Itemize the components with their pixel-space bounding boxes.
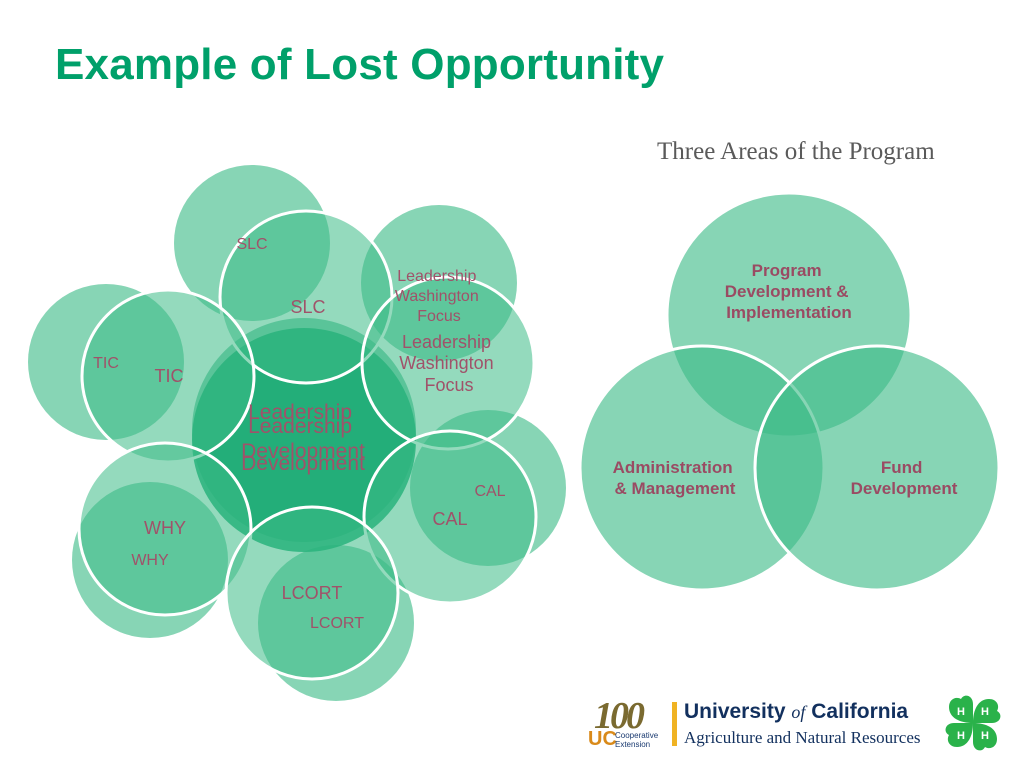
centennial-number: 100 <box>594 695 645 737</box>
label-center: Leadership Development <box>241 415 365 475</box>
clover-leaf-icon <box>949 695 973 723</box>
label-tic: TIC <box>155 366 184 386</box>
division-name: Agriculture and Natural Resources <box>684 728 921 747</box>
cluster-front-circles <box>77 209 538 681</box>
venn-subtitle: Three Areas of the Program <box>657 138 935 165</box>
label-cal-back: CAL <box>474 483 505 500</box>
clover-leaf-icon <box>973 723 997 751</box>
clover-leaf-icon <box>945 723 973 747</box>
university-name: University of California <box>684 700 909 723</box>
clover-letter: H <box>981 706 989 718</box>
clover-letter: H <box>957 730 965 742</box>
label-lcort: LCORT <box>282 583 343 603</box>
label-why: WHY <box>144 518 186 538</box>
label-cal: CAL <box>432 509 467 529</box>
venn-label-top: Program Development & Implementation <box>725 261 853 322</box>
label-lcort-back: LCORT <box>310 615 364 632</box>
logo-divider <box>672 702 677 746</box>
venn-label-right: Fund Development <box>851 458 958 498</box>
venn-circle-right <box>753 344 1001 592</box>
label-slc-back: SLC <box>236 236 267 253</box>
uc-abbrev: UC <box>588 728 617 750</box>
clover-leaf-icon <box>973 699 1001 723</box>
label-lwf-back: Leadership Washington Focus <box>395 268 483 325</box>
node-circle-cal <box>362 429 538 605</box>
venn-diagram <box>578 191 1001 592</box>
clover-letter: H <box>957 706 965 718</box>
label-lwf: Leadership Washington Focus <box>399 332 498 395</box>
node-circle-why <box>77 441 253 617</box>
label-center-back: Leadership Development <box>241 401 365 463</box>
venn-label-left: Administration & Management <box>613 458 738 498</box>
label-slc: SLC <box>290 297 325 317</box>
slide-title: Example of Lost Opportunity <box>55 40 665 89</box>
4h-clover-icon: H H H H <box>945 695 1001 751</box>
node-circle-lcort <box>224 505 400 681</box>
clover-letter: H <box>981 730 989 742</box>
label-why-back: WHY <box>131 552 169 569</box>
label-tic-back: TIC <box>93 355 119 372</box>
